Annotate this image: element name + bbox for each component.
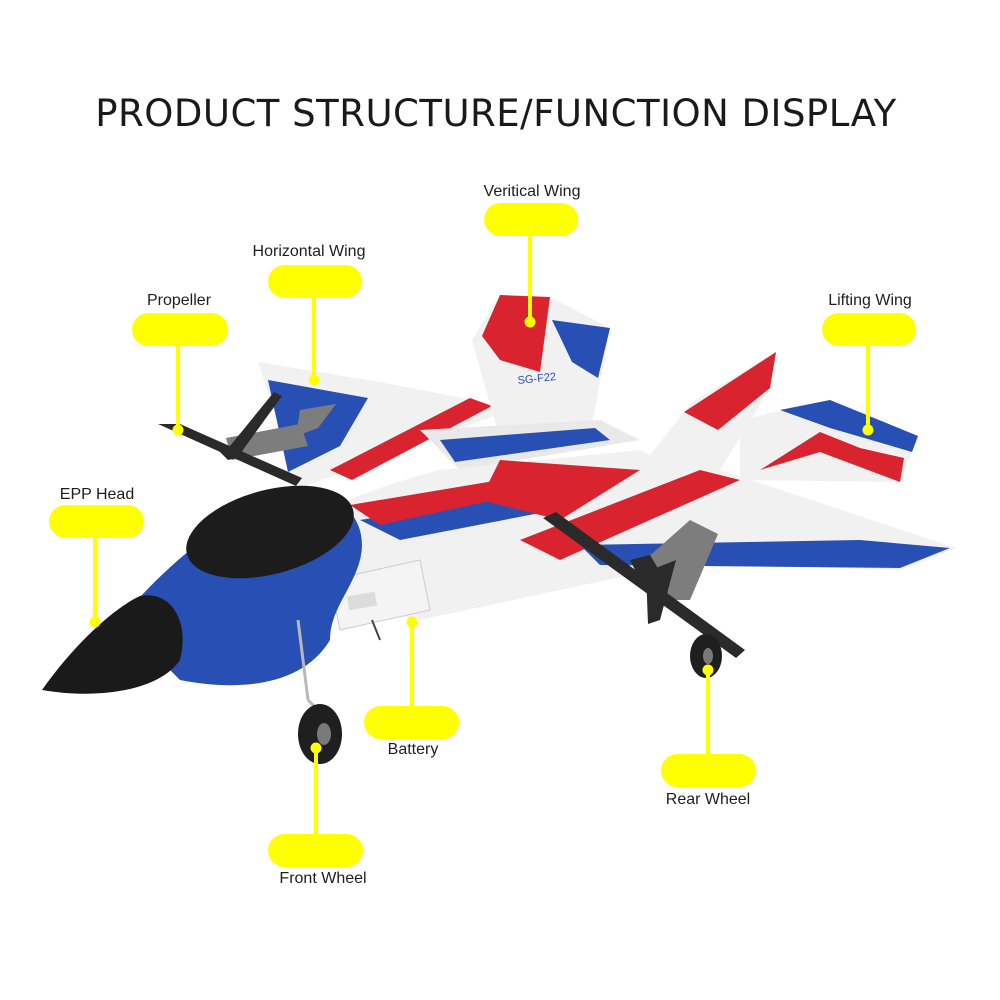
callout-front-wheel [268, 742, 363, 867]
callout-pill [268, 265, 362, 298]
callout-pill [822, 313, 916, 346]
callout-dot [524, 316, 536, 328]
callout-epp-head [49, 505, 144, 628]
callout-dot [308, 374, 320, 386]
landing-gear [296, 619, 722, 764]
page-title: PRODUCT STRUCTURE/FUNCTION DISPLAY [95, 92, 897, 135]
label-epp-head: EPP Head [59, 486, 135, 503]
callout-propeller [132, 313, 228, 436]
callout-veritical-wing [484, 203, 578, 328]
left-propeller-assembly [158, 392, 336, 486]
callout-dot [89, 616, 101, 628]
right-stabilizer [740, 400, 918, 482]
callout-dot [172, 424, 184, 436]
label-battery: Battery [387, 741, 439, 758]
label-propeller: Propeller [146, 292, 212, 309]
callout-pill [49, 505, 144, 538]
label-front-wheel: Front Wheel [279, 870, 367, 887]
label-veritical-wing: Veritical Wing [483, 183, 581, 200]
callout-rear-wheel [661, 664, 756, 787]
callout-battery [364, 616, 459, 739]
callout-pill [661, 754, 756, 787]
far-main-wing [420, 420, 640, 470]
callout-dot [862, 424, 874, 436]
right-propeller-assembly [543, 512, 745, 658]
callout-pill [364, 706, 459, 739]
callout-pill [268, 834, 363, 867]
callout-pill [484, 203, 578, 236]
label-lifting-wing: Lifting Wing [828, 292, 912, 309]
epp-nose-cone [42, 595, 183, 694]
vertical-fin: SG-F22 [472, 295, 610, 440]
canopy [186, 485, 354, 579]
label-rear-wheel: Rear Wheel [665, 791, 751, 808]
right-fin [632, 352, 776, 478]
label-horizontal-wing: Horizontal Wing [252, 243, 366, 260]
air-intake [329, 559, 431, 631]
callout-pill [132, 313, 228, 346]
callout-horizontal-wing [268, 265, 362, 386]
svg-text:SG-F22: SG-F22 [517, 371, 557, 387]
callout-lifting-wing [822, 313, 916, 436]
